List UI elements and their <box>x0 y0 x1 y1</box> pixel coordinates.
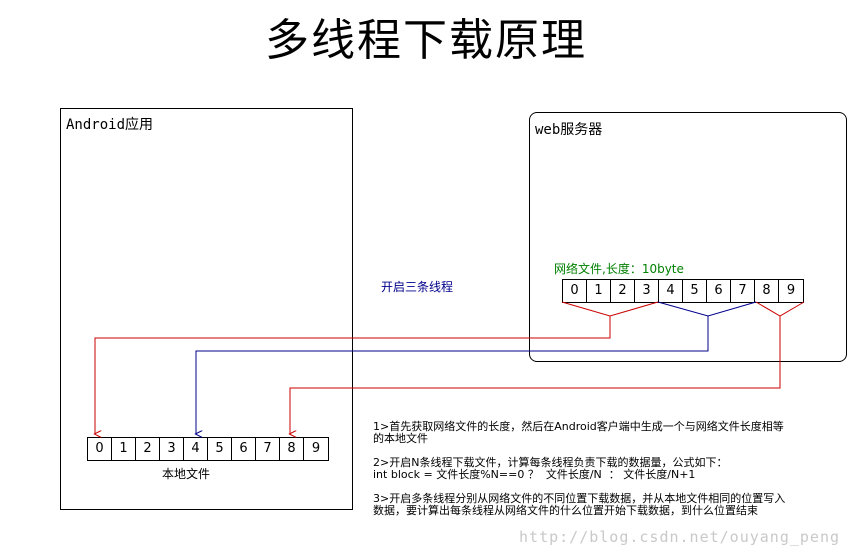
note-step-1: 1>首先获取网络文件的长度，然后在Android客户端中生成一个与网络文件长度相… <box>373 420 784 445</box>
threads-label: 开启三条线程 <box>381 280 454 294</box>
web-server-box <box>529 112 847 362</box>
remote-cell: 1 <box>587 280 611 302</box>
remote-cell: 8 <box>755 280 779 302</box>
remote-cell: 2 <box>611 280 635 302</box>
local-file-cells: 0 1 2 3 4 5 6 7 8 9 <box>87 437 329 461</box>
local-cell: 2 <box>136 438 160 460</box>
thread2-brace <box>657 301 757 317</box>
diagram-title: 多线程下载原理 <box>265 15 587 66</box>
remote-cell: 4 <box>659 280 683 302</box>
local-cell: 5 <box>208 438 232 460</box>
local-cell: 4 <box>184 438 208 460</box>
remote-cell: 3 <box>635 280 659 302</box>
remote-file-cells: 0 1 2 3 4 5 6 7 8 9 <box>562 279 804 303</box>
remote-cell: 9 <box>786 283 796 298</box>
explanation-notes: 1>首先获取网络文件的长度，然后在Android客户端中生成一个与网络文件长度相… <box>373 421 793 529</box>
watermark: http://blog.csdn.net/ouyang_peng <box>519 528 840 546</box>
thread1-arrow <box>95 316 611 434</box>
note-step-2: 2>开启N条线程下载文件，计算每条线程负责下载的数据量，公式如下： int bl… <box>373 456 728 481</box>
local-cell: 3 <box>160 438 184 460</box>
local-cell: 9 <box>311 441 321 456</box>
remote-cell: 6 <box>707 280 731 302</box>
remote-cell: 7 <box>731 280 755 302</box>
remote-cell: 5 <box>683 280 707 302</box>
web-server-label: web服务器 <box>535 122 603 138</box>
local-file-caption: 本地文件 <box>162 467 211 481</box>
remote-cell: 0 <box>563 280 587 302</box>
thread2-arrow <box>196 316 709 434</box>
local-cell: 1 <box>112 438 136 460</box>
thread3-brace <box>755 301 805 317</box>
thread3-arrow <box>290 316 781 434</box>
android-app-label: Android应用 <box>66 117 154 133</box>
local-cell: 0 <box>88 438 112 460</box>
note-step-3: 3>开启多条线程分别从网络文件的不同位置下载数据，并从本地文件相同的位置写入数据… <box>373 492 786 517</box>
local-cell: 8 <box>280 438 304 460</box>
thread1-brace <box>561 301 659 317</box>
remote-file-caption: 网络文件,长度：10byte <box>554 262 684 276</box>
local-cell: 6 <box>232 438 256 460</box>
local-cell: 7 <box>256 438 280 460</box>
